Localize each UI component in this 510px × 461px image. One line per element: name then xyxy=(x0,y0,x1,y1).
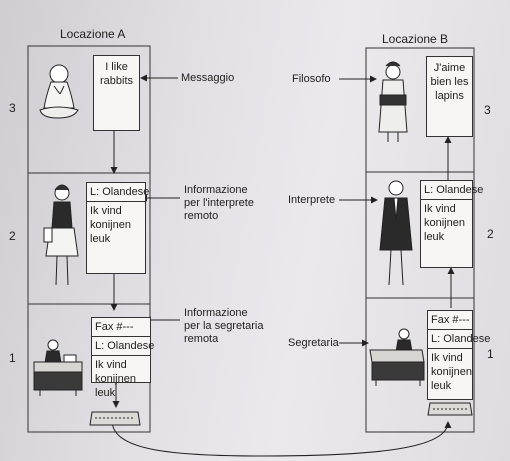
message-text: Ik vind konijnen leuk xyxy=(431,352,472,392)
message-box-a-layer1: Fax #--- L: Olandese Ik vind konijnen le… xyxy=(91,317,154,399)
secretary-a-figure xyxy=(33,339,83,396)
secretary-b-figure xyxy=(369,328,425,386)
fax-header: Fax #--- xyxy=(428,311,472,330)
message-text: I like rabbits xyxy=(99,61,134,87)
message-text: J'aime bien les lapins xyxy=(430,62,469,102)
location-a-frame xyxy=(27,45,151,433)
philosopher-a-figure xyxy=(39,64,79,119)
layer-number: 1 xyxy=(9,351,16,365)
message-box-b-layer2: L: Olandese Ik vind konijnen leuk xyxy=(420,180,483,268)
interpreter-info-label: Informazione per l'interprete remoto xyxy=(184,184,254,222)
language-header: L: Olandese xyxy=(92,337,154,356)
philosopher-label: Filosofo xyxy=(292,73,331,85)
interpreter-label: Interprete xyxy=(288,194,336,206)
language-header: L: Olandese xyxy=(428,330,490,349)
language-header: L: Olandese xyxy=(421,181,483,200)
layer-number: 3 xyxy=(9,101,16,115)
secretary-info-label: Informazione per la segretaria remota xyxy=(184,307,264,345)
fax-machine-a xyxy=(89,411,141,426)
layer-number: 1 xyxy=(487,347,494,361)
layer-number: 2 xyxy=(487,227,494,241)
location-b-title: Locazione B xyxy=(382,32,449,46)
layer-number: 3 xyxy=(484,103,491,117)
fax-transmission-line xyxy=(111,419,452,457)
message-text: Ik vind konijnen leuk xyxy=(90,205,131,245)
fax-machine-b xyxy=(427,402,473,416)
message-box-b-layer1: Fax #--- L: Olandese Ik vind konijnen le… xyxy=(427,310,490,400)
fax-header: Fax #--- xyxy=(92,318,150,337)
interpreter-b-figure xyxy=(379,180,413,286)
message-text: Ik vind konijnen leuk xyxy=(95,359,136,399)
message-text: Ik vind konijnen leuk xyxy=(424,203,465,243)
language-header: L: Olandese xyxy=(87,183,149,202)
layer-number: 2 xyxy=(9,229,16,243)
secretary-label: Segretaria xyxy=(288,337,339,349)
message-box-a-layer3: I like rabbits xyxy=(93,55,140,131)
interpreter-a-figure xyxy=(43,184,79,286)
message-label: Messaggio xyxy=(181,72,235,84)
philosopher-b-figure xyxy=(378,61,408,142)
location-a-title: Locazione A xyxy=(60,27,126,41)
message-box-a-layer2: L: Olandese Ik vind konijnen leuk xyxy=(86,182,149,274)
location-b-frame xyxy=(365,47,475,433)
message-box-b-layer3: J'aime bien les lapins xyxy=(426,56,473,137)
